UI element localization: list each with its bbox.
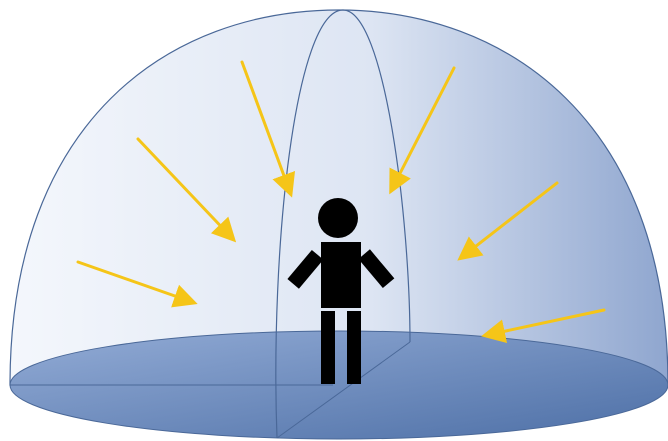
person-head: [318, 198, 358, 238]
person-torso: [321, 242, 361, 308]
person-left-leg: [321, 311, 335, 384]
person-right-leg: [347, 311, 361, 384]
dome: [10, 10, 668, 385]
